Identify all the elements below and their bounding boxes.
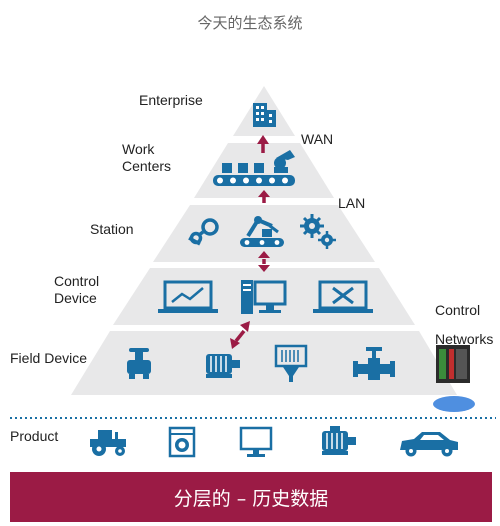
tier-control-device xyxy=(113,268,415,325)
label-field-device: Field Device xyxy=(10,350,88,366)
sensor-display-icon xyxy=(274,344,308,382)
footer-bar xyxy=(10,472,492,522)
product-motor-icon xyxy=(322,426,356,455)
network-device-icon xyxy=(436,345,470,383)
label-work-centers-2: Centers xyxy=(122,158,172,174)
laptop-tools-icon xyxy=(313,280,373,313)
label-station: Station xyxy=(90,221,134,237)
hierarchy-arrows xyxy=(230,135,270,349)
conveyor-robot-icon xyxy=(213,150,295,186)
footer-caption: 分层的 – 历史数据 xyxy=(173,487,329,510)
building-icon xyxy=(253,103,276,127)
label-lan: LAN xyxy=(338,195,366,211)
robot-arm-conveyor-icon xyxy=(240,216,284,247)
desktop-pc-icon xyxy=(241,280,287,314)
valve-icon xyxy=(127,348,151,379)
label-enterprise: Enterprise xyxy=(139,92,203,108)
car-icon xyxy=(400,432,458,457)
label-work-centers-1: Work xyxy=(122,141,155,157)
steam-icon xyxy=(188,218,219,246)
label-control-networks-2: Networks xyxy=(435,331,494,347)
tractor-icon xyxy=(90,430,126,456)
label-product: Product xyxy=(10,428,59,444)
network-ellipse xyxy=(433,396,475,412)
monitor-icon xyxy=(239,426,273,457)
page-title: 今天的生态系统 xyxy=(197,14,303,32)
gears-icon xyxy=(300,214,336,249)
tier-field-device xyxy=(71,331,457,395)
label-wan: WAN xyxy=(301,131,334,147)
label-control-networks-1: Control xyxy=(435,302,481,318)
motor-icon xyxy=(206,354,240,378)
label-control-device-1: Control xyxy=(54,273,100,289)
laptop-chart-icon xyxy=(158,280,218,313)
pipe-valve-icon xyxy=(353,347,395,380)
label-control-device-2: Device xyxy=(54,290,97,306)
washing-machine-icon xyxy=(168,426,196,458)
